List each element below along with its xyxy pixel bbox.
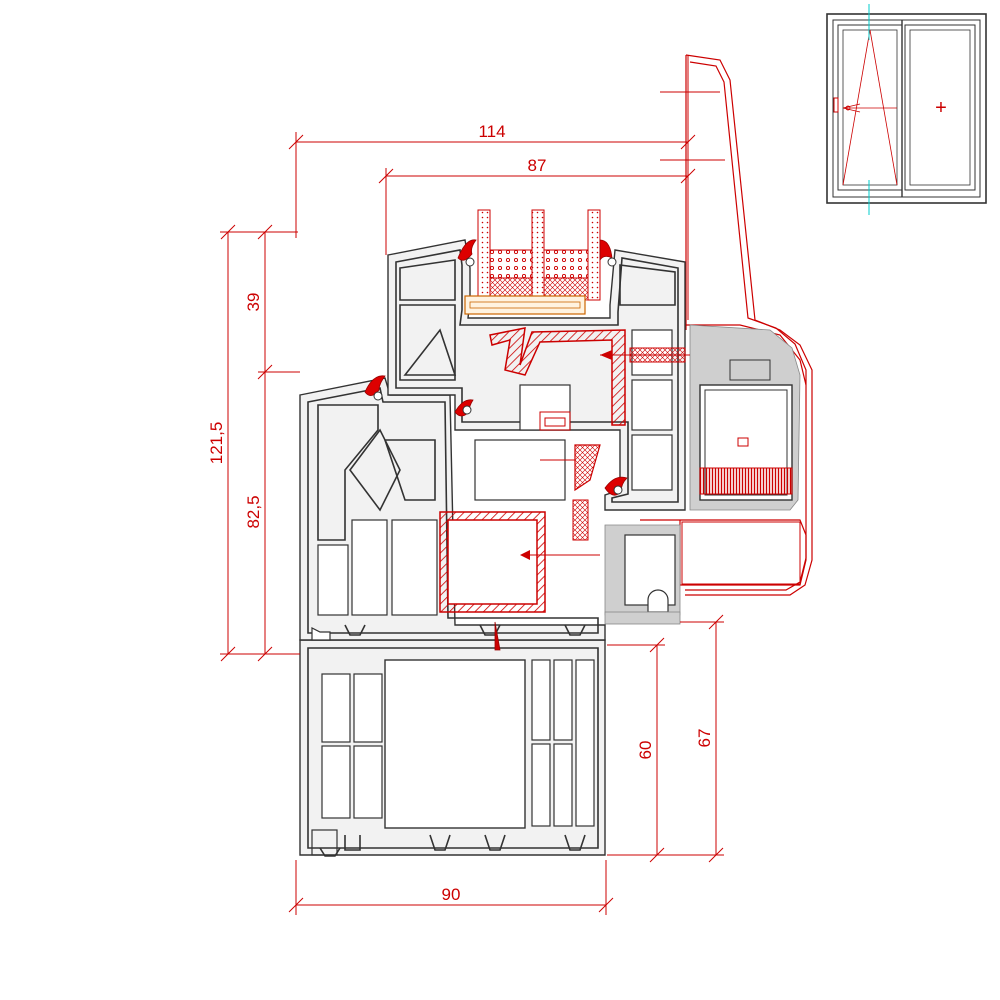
dimension-lines	[220, 55, 725, 915]
gaskets	[364, 239, 628, 496]
dimension-sill-height-a: 60	[636, 741, 655, 760]
dimension-glass-rebate: 39	[244, 293, 263, 312]
dimension-sill-height-b: 67	[695, 729, 714, 748]
dimension-sash-width: 87	[528, 156, 547, 175]
outer-frame-profile	[299, 639, 606, 857]
sash-profile	[299, 377, 606, 651]
dimension-total-height: 121,5	[207, 422, 226, 465]
fixed-pane-mark: +	[935, 97, 947, 119]
glazing-sash-profile	[387, 239, 686, 560]
window-elevation-thumbnail: +	[826, 4, 987, 215]
upper-steel-reinforcement	[489, 327, 690, 426]
dimension-frame-depth: 90	[442, 885, 461, 904]
sash-steel-reinforcement	[439, 511, 546, 613]
triple-glazing-unit	[464, 209, 601, 315]
dimension-overall-width: 114	[478, 122, 505, 141]
dimension-frame-height: 82,5	[244, 495, 263, 528]
roller-shutter-box	[604, 54, 813, 625]
